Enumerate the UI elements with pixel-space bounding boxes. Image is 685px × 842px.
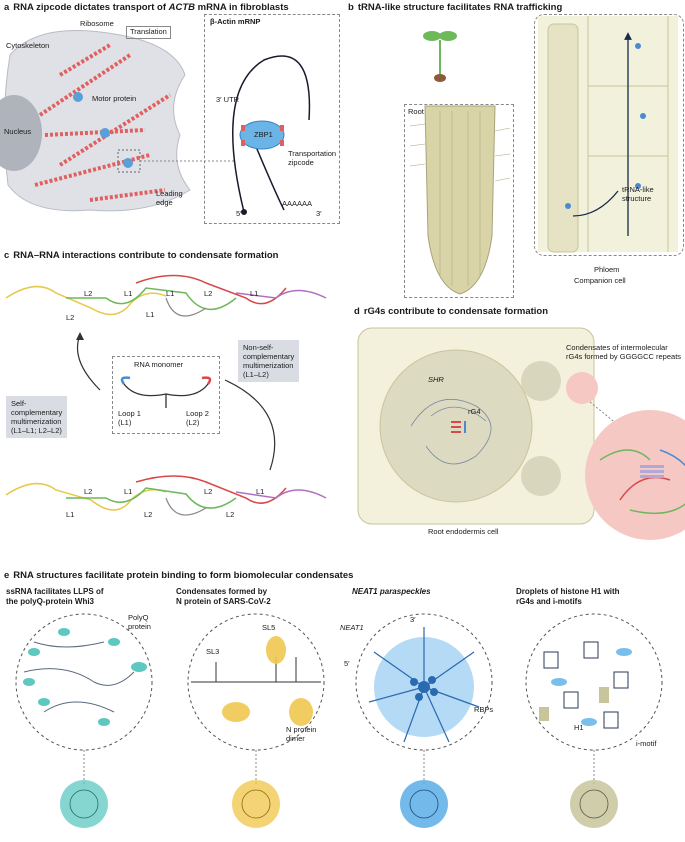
label-n-dimer: N protein dimer: [286, 725, 317, 743]
label-l1-e: L1: [124, 487, 133, 496]
mrnp-diagram: [232, 55, 311, 215]
fibroblast-illustration: [0, 30, 235, 212]
label-shr: SHR: [428, 375, 444, 384]
label-3utr: 3′ UTR: [216, 95, 240, 104]
label-sl5: SL5: [262, 623, 276, 632]
phloem-cells: [538, 16, 678, 253]
label-sl3: SL3: [206, 647, 220, 656]
label-translation: Translation: [126, 26, 171, 39]
label-companion-cell: Companion cell: [574, 276, 626, 285]
subpanel-ncov-title: Condensates formed by N protein of SARS-…: [176, 587, 271, 606]
label-l2-c: L2: [66, 313, 75, 322]
root-inset: [404, 104, 514, 298]
label-l1-g: L1: [66, 510, 75, 519]
label-zbp1: ZBP1: [254, 130, 273, 139]
monomer-arrows: [76, 332, 276, 471]
label-condensates-rg4: Condensates of intermolecular rG4s forme…: [566, 343, 682, 361]
label-h1: H1: [574, 723, 584, 732]
label-l2-e: L2: [84, 487, 93, 496]
label-cytoskeleton: Cytoskeleton: [6, 41, 50, 50]
label-ribosome: Ribosome: [80, 19, 114, 28]
neat1-condensate: [355, 613, 493, 828]
rna-monomer: [120, 376, 212, 408]
label-l2-h: L2: [226, 510, 235, 519]
label-trna-like: tRNA-like structure: [622, 185, 654, 203]
label-l2-f: L2: [204, 487, 213, 496]
histone-condensate: [525, 613, 663, 828]
root-tip: [409, 105, 511, 295]
whi3-condensate: [15, 613, 153, 828]
label-motor-protein: Motor protein: [92, 94, 137, 103]
subpanel-neat1-title: NEAT1 paraspeckles: [352, 587, 431, 596]
subpanel-whi3-title: ssRNA facilitates LLPS of the polyQ-prot…: [6, 587, 104, 606]
label-rna-monomer: RNA monomer: [134, 360, 184, 369]
label-mrnp-title: β-Actin mRNP: [210, 17, 261, 26]
label-loop2: Loop 2 (L2): [186, 409, 209, 427]
label-five-prime-a: 5′: [236, 209, 242, 218]
seedling-icon: [423, 31, 457, 82]
label-loop1: Loop 1 (L1): [118, 409, 141, 427]
phloem-inset: [534, 14, 684, 256]
label-l1-d: L1: [146, 310, 155, 319]
label-polyq: PolyQ protein: [128, 613, 151, 631]
label-endodermis: Root endodermis cell: [428, 527, 499, 536]
label-l1-a: L1: [124, 289, 133, 298]
label-l2-a: L2: [84, 289, 93, 298]
label-polya: AAAAAA: [282, 199, 313, 208]
label-l2-g: L2: [144, 510, 153, 519]
rna-multimer-bottom: [5, 475, 327, 516]
label-rbps: RBPs: [474, 705, 494, 714]
rg4-condensate: [566, 372, 685, 540]
label-phloem: Phloem: [594, 265, 620, 274]
label-three-prime-e: 3′: [410, 615, 416, 624]
mrnp-inset: [204, 14, 340, 224]
ncov-condensate: [187, 613, 325, 828]
label-l1-f: L1: [256, 487, 265, 496]
label-imotif: i-motif: [636, 739, 657, 748]
label-three-prime-a: 3′: [316, 209, 322, 218]
rna-multimer-top: [5, 274, 327, 317]
subpanel-histone-title: Droplets of histone H1 with rG4s and i-m…: [516, 587, 620, 606]
rna-monomer-box: [112, 356, 220, 434]
label-l2-b: L2: [204, 289, 213, 298]
label-leading-edge: Leading edge: [156, 189, 183, 207]
callout-non-self-complementary: Non-self- complementary multimerization …: [238, 340, 300, 382]
label-root: Root: [408, 107, 424, 116]
endodermis-cell: [357, 327, 595, 525]
label-nucleus: Nucleus: [4, 127, 32, 136]
label-l1-b: L1: [166, 289, 175, 298]
label-zipcode: Transportation zipcode: [288, 149, 337, 167]
label-l1-c: L1: [250, 289, 259, 298]
label-neat1: NEAT1: [340, 623, 364, 632]
label-five-prime-e: 5′: [344, 659, 350, 668]
label-rg4: rG4: [468, 407, 481, 416]
callout-self-complementary: Self- complementary multimerization (L1–…: [6, 396, 68, 438]
